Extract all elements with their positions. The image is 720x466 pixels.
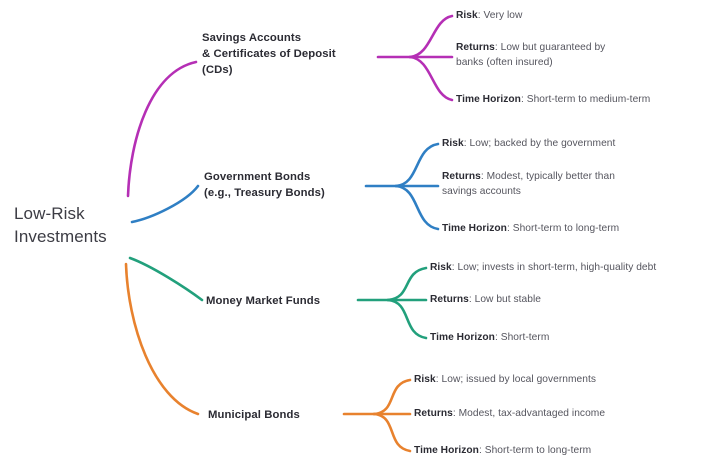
edge-fork-up-savings	[408, 14, 454, 59]
leaf-government-returns: Returns: Modest, typically better than s…	[442, 170, 704, 199]
branch-label-savings-accounts-cds[interactable]: Savings Accounts & Certificates of Depos…	[202, 30, 382, 78]
leaf-separator: :	[452, 408, 456, 419]
leaf-value: Modest, tax-advantaged income	[458, 408, 606, 419]
leaf-label: Time Horizon	[456, 94, 521, 105]
edge-root-savings-accounts-cds	[126, 60, 198, 198]
leaf-government-time-horizon: Time Horizon: Short-term to long-term	[442, 222, 700, 237]
leaf-separator: :	[494, 42, 498, 53]
edge-root-government-bonds	[130, 184, 200, 224]
leaf-value: Low; invests in short-term, high-quality…	[457, 262, 657, 273]
leaf-separator: :	[506, 223, 510, 234]
leaf-savings-returns: Returns: Low but guaranteed by banks (of…	[456, 41, 706, 70]
leaf-separator: :	[435, 374, 439, 385]
leaf-label: Returns	[430, 294, 469, 305]
leaf-separator: :	[480, 171, 484, 182]
leaf-label: Returns	[456, 42, 495, 53]
leaf-value: Modest, typically better than	[486, 171, 615, 182]
branch-label-line1: Savings Accounts	[202, 32, 302, 44]
leaf-value: Very low	[483, 10, 523, 21]
leaf-separator: :	[468, 294, 472, 305]
branch-label-municipal-bonds[interactable]: Municipal Bonds	[208, 407, 348, 423]
leaf-value: Short-term to long-term	[484, 445, 592, 456]
branch-label-line2: & Certificates of Deposit	[202, 48, 336, 60]
leaf-savings-risk: Risk: Very low	[456, 9, 714, 24]
edge-root-municipal-bonds	[124, 262, 200, 416]
leaf-money-returns: Returns: Low but stable	[430, 293, 680, 308]
leaf-money-time-horizon: Time Horizon: Short-term	[430, 331, 680, 346]
leaf-separator: :	[477, 10, 481, 21]
branch-label-line1: Government Bonds	[204, 171, 311, 183]
leaf-municipal-returns: Returns: Modest, tax-advantaged income	[414, 407, 694, 422]
leaf-separator: :	[494, 332, 498, 343]
leaf-label: Risk	[414, 374, 436, 385]
leaf-label: Risk	[456, 10, 478, 21]
branch-label-money-market-funds[interactable]: Money Market Funds	[206, 293, 366, 309]
leaf-separator: :	[463, 138, 467, 149]
leaf-separator: :	[451, 262, 455, 273]
edge-fork-down-savings	[408, 55, 454, 102]
root-node-label-line1: Low-Risk	[14, 204, 85, 223]
leaf-label: Time Horizon	[430, 332, 495, 343]
leaf-value: Low; backed by the government	[469, 138, 616, 149]
leaf-label: Time Horizon	[442, 223, 507, 234]
edge-root-money-market-funds	[128, 256, 204, 302]
branch-label-line1: Money Market Funds	[206, 295, 321, 307]
root-node-label-line2: Investments	[14, 227, 107, 246]
leaf-government-risk: Risk: Low; backed by the government	[442, 137, 710, 152]
branch-label-government-bonds[interactable]: Government Bonds (e.g., Treasury Bonds)	[204, 169, 376, 201]
root-node-label: Low-Risk Investments	[14, 202, 136, 248]
edge-fork-down-money	[386, 298, 428, 340]
leaf-value-line2: banks (often insured)	[456, 56, 553, 68]
leaf-label: Risk	[430, 262, 452, 273]
leaf-value: Short-term to long-term	[512, 223, 620, 234]
leaf-value: Short-term	[500, 332, 550, 343]
branch-label-line3: (CDs)	[202, 64, 233, 76]
leaf-label: Returns	[442, 171, 481, 182]
edge-fork-up-government	[394, 142, 440, 188]
branch-label-line1: Municipal Bonds	[208, 409, 300, 421]
leaf-money-risk: Risk: Low; invests in short-term, high-q…	[430, 261, 716, 276]
leaf-value: Low but stable	[474, 294, 542, 305]
leaf-value: Low but guaranteed by	[500, 42, 606, 53]
leaf-label: Returns	[414, 408, 453, 419]
edge-fork-up-money	[386, 266, 428, 302]
leaf-label: Risk	[442, 138, 464, 149]
edge-fork-down-municipal	[372, 412, 412, 453]
edge-fork-down-government	[394, 184, 440, 231]
leaf-municipal-time-horizon: Time Horizon: Short-term to long-term	[414, 444, 686, 459]
leaf-value: Low; issued by local governments	[441, 374, 597, 385]
branch-label-line2: (e.g., Treasury Bonds)	[204, 187, 325, 199]
edge-fork-up-municipal	[372, 378, 412, 416]
leaf-separator: :	[478, 445, 482, 456]
leaf-value: Short-term to medium-term	[526, 94, 651, 105]
leaf-separator: :	[520, 94, 524, 105]
leaf-savings-time-horizon: Time Horizon: Short-term to medium-term	[456, 93, 716, 108]
leaf-value-line2: savings accounts	[442, 185, 521, 197]
leaf-municipal-risk: Risk: Low; issued by local governments	[414, 373, 696, 388]
leaf-label: Time Horizon	[414, 445, 479, 456]
